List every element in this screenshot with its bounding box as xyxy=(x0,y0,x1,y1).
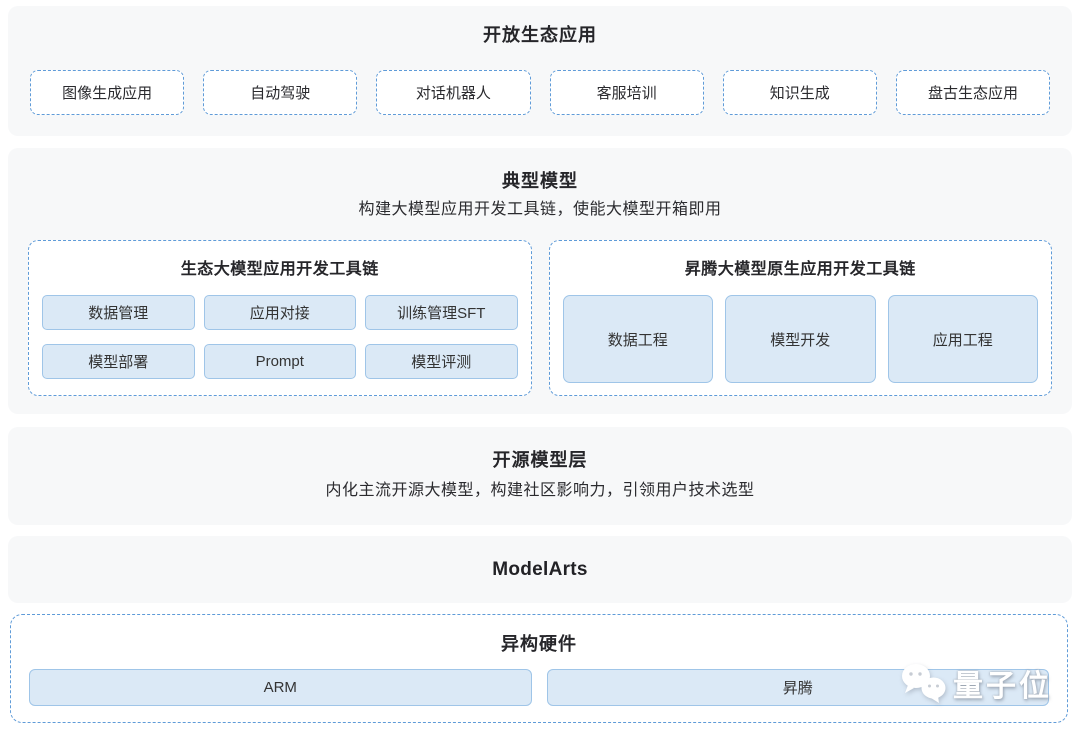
ascend-item-model-development: 模型开发 xyxy=(725,295,876,383)
section-modelarts: ModelArts xyxy=(8,536,1072,603)
toolchain-row: 生态大模型应用开发工具链 数据管理 应用对接 训练管理SFT 模型部署 Prom… xyxy=(8,240,1072,396)
section-open-eco-apps: 开放生态应用 图像生成应用 自动驾驶 对话机器人 客服培训 知识生成 盘古生态应… xyxy=(8,6,1072,136)
toolchain-item-training-sft: 训练管理SFT xyxy=(365,295,518,330)
modelarts-label: ModelArts xyxy=(492,558,588,580)
eco-toolchain-grid: 数据管理 应用对接 训练管理SFT 模型部署 Prompt 模型评测 xyxy=(42,295,518,379)
open-source-subtitle: 内化主流开源大模型，构建社区影响力，引领用户技术选型 xyxy=(325,482,755,499)
ascend-toolchain-container: 昇腾大模型原生应用开发工具链 数据工程 模型开发 应用工程 xyxy=(548,240,1052,396)
eco-toolchain-container: 生态大模型应用开发工具链 数据管理 应用对接 训练管理SFT 模型部署 Prom… xyxy=(28,240,532,396)
hardware-title: 异构硬件 xyxy=(501,634,577,654)
toolchain-item-model-evaluation: 模型评测 xyxy=(365,344,518,379)
app-chip-knowledge-generation: 知识生成 xyxy=(722,70,877,115)
toolchain-item-model-deployment: 模型部署 xyxy=(42,344,195,379)
toolchain-item-app-integration: 应用对接 xyxy=(203,295,356,330)
app-chip-chatbot: 对话机器人 xyxy=(376,70,531,115)
app-chip-pangu-eco-app: 盘古生态应用 xyxy=(895,70,1051,115)
toolchain-item-prompt: Prompt xyxy=(203,344,356,379)
toolchain-item-data-management: 数据管理 xyxy=(42,295,195,330)
app-chip-image-generation: 图像生成应用 xyxy=(30,70,185,115)
section-typical-models: 典型模型 构建大模型应用开发工具链，使能大模型开箱即用 生态大模型应用开发工具链… xyxy=(8,148,1072,414)
ascend-toolchain-title: 昇腾大模型原生应用开发工具链 xyxy=(684,261,916,278)
open-eco-apps-row: 图像生成应用 自动驾驶 对话机器人 客服培训 知识生成 盘古生态应用 xyxy=(8,70,1072,115)
eco-toolchain-title: 生态大模型应用开发工具链 xyxy=(180,261,379,278)
hardware-item-ascend: 昇腾 xyxy=(546,669,1049,706)
typical-models-title: 典型模型 xyxy=(502,171,578,191)
app-chip-customer-service-training: 客服培训 xyxy=(549,70,704,115)
typical-models-subtitle: 构建大模型应用开发工具链，使能大模型开箱即用 xyxy=(358,201,722,218)
hardware-row: ARM 昇腾 xyxy=(11,669,1067,706)
open-source-title: 开源模型层 xyxy=(492,450,588,470)
open-eco-title: 开放生态应用 xyxy=(483,25,597,45)
app-chip-autonomous-driving: 自动驾驶 xyxy=(203,70,358,115)
hardware-item-arm: ARM xyxy=(29,669,532,706)
section-open-source-models: 开源模型层 内化主流开源大模型，构建社区影响力，引领用户技术选型 xyxy=(8,427,1072,525)
ascend-item-data-engineering: 数据工程 xyxy=(562,295,713,383)
hardware-container: 异构硬件 ARM 昇腾 xyxy=(10,614,1068,723)
ascend-toolchain-grid: 数据工程 模型开发 应用工程 xyxy=(562,295,1038,383)
ascend-item-app-engineering: 应用工程 xyxy=(887,295,1038,383)
